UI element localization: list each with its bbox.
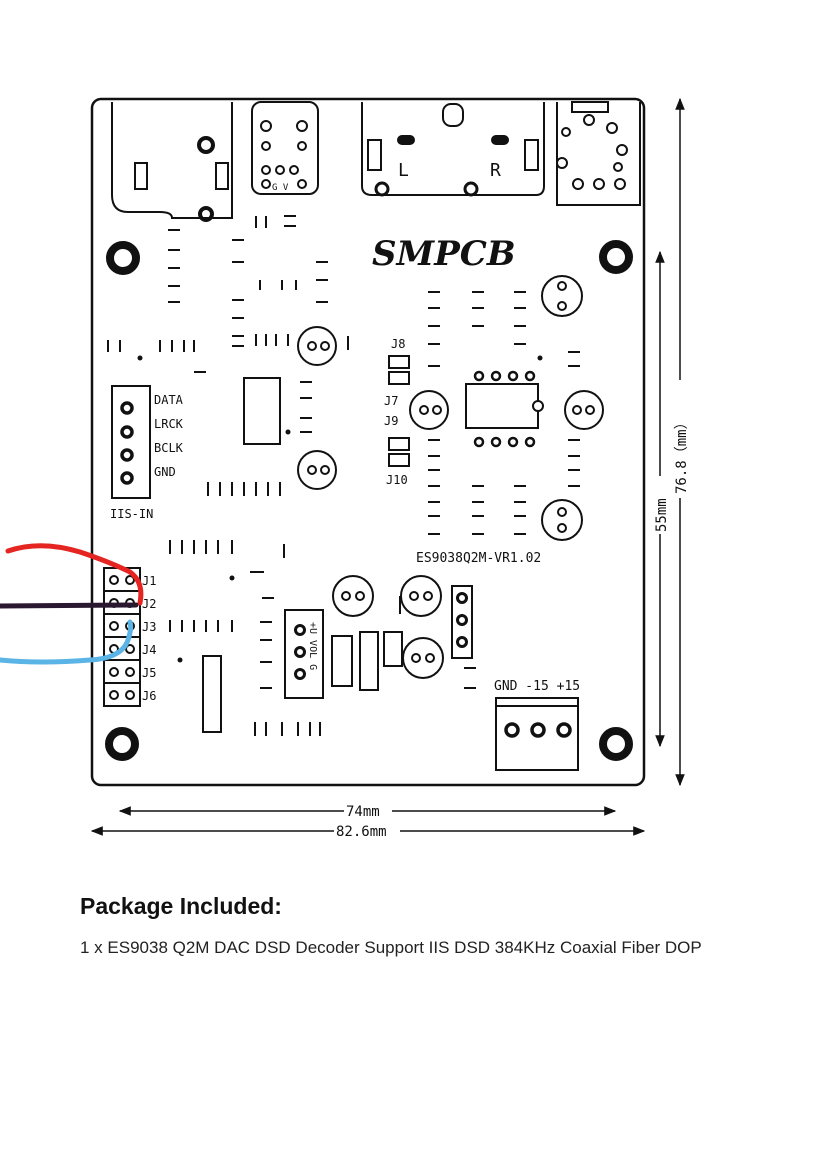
optical-receiver xyxy=(251,101,319,195)
jumper-j10-label: J10 xyxy=(386,473,408,487)
jumper-j7-label: J7 xyxy=(384,394,398,408)
jumper-pin xyxy=(109,667,119,677)
power-label: GND -15 +15 xyxy=(494,679,580,694)
jumper-pins xyxy=(109,575,135,700)
board-outline xyxy=(90,97,646,787)
jumper-pin xyxy=(125,575,135,585)
ic-chips xyxy=(202,377,544,733)
mini-connector xyxy=(556,101,641,206)
iis-signal-gnd: GND xyxy=(154,465,176,479)
dimension-width-outer: 82.6mm xyxy=(336,824,387,840)
rca-right-label: R xyxy=(490,160,501,181)
dimension-width-inner: 74mm xyxy=(346,804,380,820)
smd-components xyxy=(107,215,580,736)
jumper-pads xyxy=(388,355,410,467)
jumper-pin xyxy=(109,621,119,631)
three-pin-header xyxy=(451,585,473,659)
jumper-label-j1: J1 xyxy=(142,574,156,588)
via-dots xyxy=(137,355,543,663)
rca-jack xyxy=(361,102,545,197)
board-model-label: ES9038Q2M-VR1.02 xyxy=(416,551,541,566)
capacitor-leads xyxy=(307,281,595,663)
package-section: Package Included: 1 x ES9038 Q2M DAC DSD… xyxy=(80,893,780,961)
dimension-height-outer: 76.8（mm） xyxy=(674,415,690,494)
package-heading: Package Included: xyxy=(80,893,282,919)
iis-signal-bclk: BCLK xyxy=(154,441,184,455)
rca-left-label: L xyxy=(398,160,409,181)
coaxial-jack xyxy=(111,102,233,222)
pcb-drawing: G V L R SMPCB xyxy=(0,97,690,840)
jumper-label-j2: J2 xyxy=(142,597,156,611)
blue-wire xyxy=(0,619,134,665)
power-terminal xyxy=(495,697,579,771)
chip-pins xyxy=(473,370,536,448)
jumper-label-j4: J4 xyxy=(142,643,156,657)
jumper-pin xyxy=(125,690,135,700)
jumper-pin xyxy=(125,667,135,677)
jumper-label-j3: J3 xyxy=(142,620,156,634)
dimension-height-inner: 55mm xyxy=(654,498,670,532)
purple-wire xyxy=(0,602,139,609)
iis-signal-lrck: LRCK xyxy=(154,417,184,431)
iis-signal-labels: DATA LRCK BCLK GND xyxy=(154,393,184,479)
volume-connector xyxy=(284,609,324,699)
brand-logo: SMPCB xyxy=(372,234,516,274)
iis-in-header xyxy=(111,385,151,499)
package-description: 1 x ES9038 Q2M DAC DSD Decoder Support I… xyxy=(80,938,702,957)
jumper-j8-label: J8 xyxy=(391,337,405,351)
jumper-block xyxy=(103,567,141,707)
jumper-j9-label: J9 xyxy=(384,414,398,428)
jumper-label-j5: J5 xyxy=(142,666,156,680)
red-wire xyxy=(5,543,144,606)
mounting-holes xyxy=(105,240,633,761)
iis-header-label: IIS-IN xyxy=(110,507,153,521)
jumper-pin xyxy=(125,644,135,654)
jumper-pin xyxy=(109,575,119,585)
iis-signal-data: DATA xyxy=(154,393,184,407)
jumper-label-j6: J6 xyxy=(142,689,156,703)
vol-connector-label: +U VOL G xyxy=(307,622,318,670)
optical-label: G V xyxy=(272,183,289,193)
jumper-pin xyxy=(109,690,119,700)
